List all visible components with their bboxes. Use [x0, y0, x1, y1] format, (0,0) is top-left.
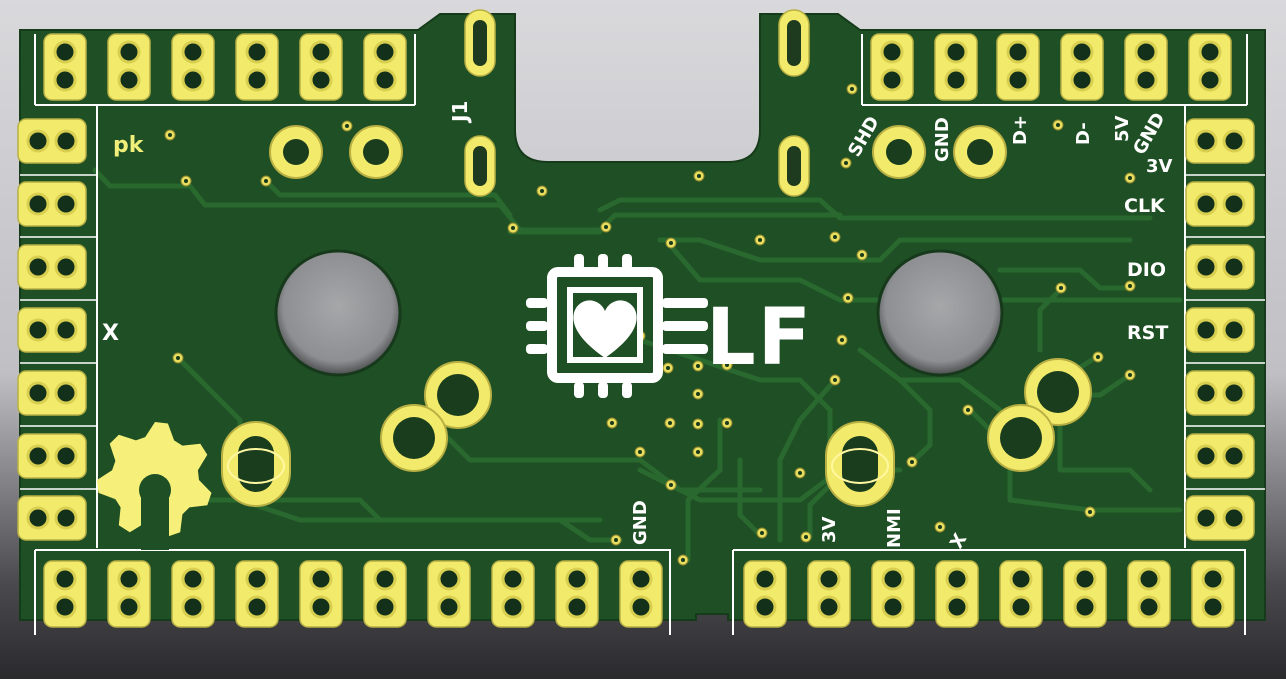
- usb-connector-pads: [464, 9, 810, 197]
- header-pin: [935, 560, 979, 628]
- header-pin: [1127, 560, 1171, 628]
- header-pin: [17, 370, 87, 416]
- header-pin: [1188, 33, 1232, 101]
- header-pin: [934, 33, 978, 101]
- header-pin: [299, 33, 343, 101]
- header-pin: [619, 560, 663, 628]
- label-gnd-bottom: GND: [630, 500, 651, 545]
- header-pin: [235, 33, 279, 101]
- header-pin: [1124, 33, 1168, 101]
- header-pin: [1063, 560, 1107, 628]
- label-3v-right: 3V: [1146, 156, 1173, 177]
- label-dio: DIO: [1127, 259, 1166, 281]
- header-pin: [1185, 244, 1255, 290]
- header-pin: [1060, 33, 1104, 101]
- header-pin: [1185, 433, 1255, 479]
- mounting-hole-left: [274, 249, 402, 377]
- header-pin: [1191, 560, 1235, 628]
- header-pin: [996, 33, 1040, 101]
- header-pin: [1185, 118, 1255, 164]
- header-pin: [43, 33, 87, 101]
- header-pin: [363, 560, 407, 628]
- connector-ref-label: J1: [448, 101, 472, 124]
- label-rst: RST: [1127, 322, 1168, 344]
- header-pin: [107, 33, 151, 101]
- silkscreen-outlines: [20, 34, 1265, 635]
- header-pin: [43, 560, 87, 628]
- vias: [164, 83, 1136, 566]
- mounting-hole-right: [876, 249, 1004, 377]
- header-pin: [491, 560, 535, 628]
- label-nmi: NMI: [884, 508, 905, 548]
- header-pin: [171, 560, 215, 628]
- right-side-labels: 3V CLK DIO RST: [1124, 156, 1173, 344]
- label-dminus: D-: [1073, 122, 1094, 145]
- header-pin: [17, 118, 87, 164]
- label-gnd-1: GND: [932, 117, 953, 162]
- header-pin: [1185, 495, 1255, 541]
- label-3v-bottom: 3V: [819, 516, 840, 543]
- header-pin: [17, 495, 87, 541]
- header-pin: [999, 560, 1043, 628]
- header-pin: [871, 560, 915, 628]
- chip-heart-icon: [526, 254, 708, 398]
- label-5v: 5V: [1112, 115, 1133, 142]
- header-pin: [870, 33, 914, 101]
- header-pin: [363, 33, 407, 101]
- header-pin: [235, 560, 279, 628]
- header-pin: [427, 560, 471, 628]
- header-pin: [743, 560, 787, 628]
- logo-text: LF: [706, 293, 813, 383]
- header-pin: [17, 433, 87, 479]
- header-pin: [107, 560, 151, 628]
- pin-headers: [17, 33, 1255, 628]
- label-clk: CLK: [1124, 195, 1166, 217]
- open-hardware-gear-icon: [97, 422, 212, 550]
- header-pin: [1185, 370, 1255, 416]
- header-pin: [17, 181, 87, 227]
- header-pin: [1185, 181, 1255, 227]
- through-hole-pads: [221, 125, 1092, 507]
- header-pin: [807, 560, 851, 628]
- label-dplus: D+: [1010, 115, 1031, 145]
- header-pin: [1185, 307, 1255, 353]
- header-pin: [17, 307, 87, 353]
- header-pin: [299, 560, 343, 628]
- header-pin: [555, 560, 599, 628]
- initials-label: pk: [113, 133, 145, 158]
- left-x-label: X: [102, 321, 119, 346]
- header-pin: [171, 33, 215, 101]
- header-pin: [17, 244, 87, 290]
